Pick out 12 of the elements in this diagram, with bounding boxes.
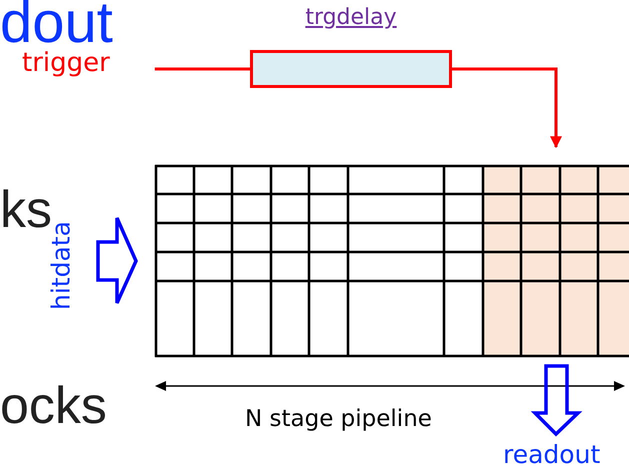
block-arrow [530,364,582,436]
label-text: ks [0,184,52,236]
label-text: ocks [0,380,107,432]
block-arrow [96,216,138,305]
signal-label: readout [503,442,600,467]
arrow [452,68,562,148]
delay-label: trgdelay [304,7,398,29]
pipeline-grid [155,165,629,357]
connector-line [154,68,250,70]
label-text: N stage pipeline [245,408,432,431]
delay-box [250,50,452,88]
trigger-label: trigger [22,50,110,76]
